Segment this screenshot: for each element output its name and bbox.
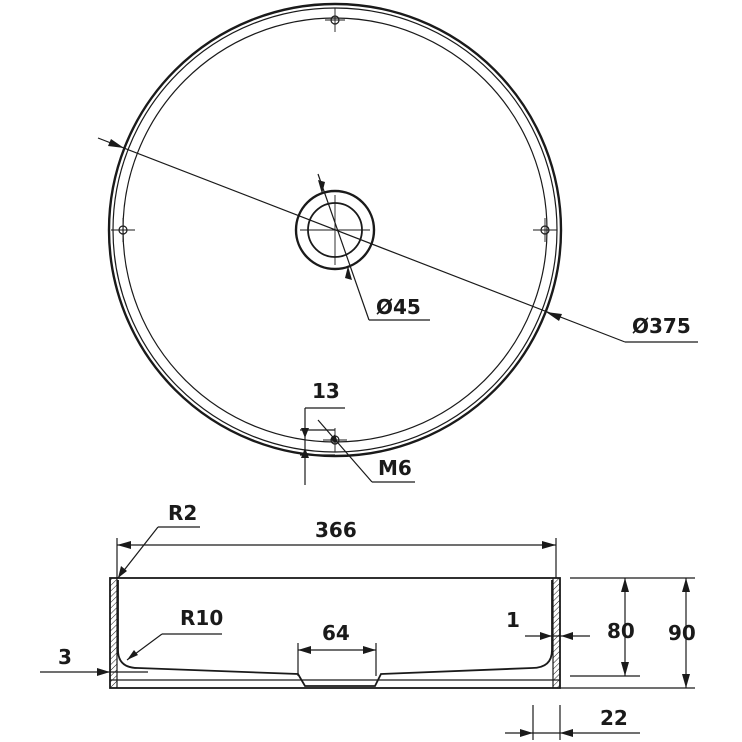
inner-height-label: 80: [607, 619, 635, 643]
wall-thickness-label: 22: [600, 706, 628, 730]
top-view: Ø375 Ø45 13 M6: [97, 2, 698, 485]
drain-outer-circle: [294, 189, 376, 271]
drain-width-label: 64: [322, 621, 350, 645]
corner-radius-label: R2: [168, 501, 197, 525]
thread-leader: [317, 419, 415, 483]
inner-width-dimension: [116, 538, 557, 578]
left-wall-hatch: [110, 578, 117, 688]
total-height-dimension: [560, 577, 695, 689]
bottom-radius-leader: [126, 633, 222, 661]
hole-offset-label: 13: [312, 379, 340, 403]
right-wall-hatch: [553, 578, 560, 688]
bottom-radius-label: R10: [180, 606, 223, 630]
wall-gap-label: 1: [506, 608, 520, 632]
drain-diameter-label: Ø45: [376, 295, 421, 319]
mounting-hole-right: [533, 218, 557, 242]
floor-thickness-dimension: [40, 668, 110, 676]
drain-diameter-dimension: [317, 173, 430, 321]
thread-label: M6: [378, 456, 412, 480]
mounting-hole-top: [325, 8, 345, 32]
mounting-hole-left: [111, 218, 135, 242]
outer-diameter-label: Ø375: [632, 314, 691, 338]
inner-width-label: 366: [315, 518, 357, 542]
wall-thickness-dimension: [505, 705, 640, 740]
hole-offset-dimension: [300, 407, 345, 485]
outer-diameter-dimension: [97, 137, 698, 343]
basin-profile: [117, 580, 553, 687]
section-view: 366 R2 R10 64 1: [40, 501, 696, 740]
drain-width-dimension: [297, 643, 377, 676]
outer-rim-circle: [107, 2, 563, 458]
corner-radius-leader: [117, 526, 200, 579]
wall-gap-dimension: [525, 632, 590, 640]
inner-height-dimension: [570, 577, 640, 677]
floor-thickness-label: 3: [58, 645, 72, 669]
total-height-label: 90: [668, 621, 696, 645]
